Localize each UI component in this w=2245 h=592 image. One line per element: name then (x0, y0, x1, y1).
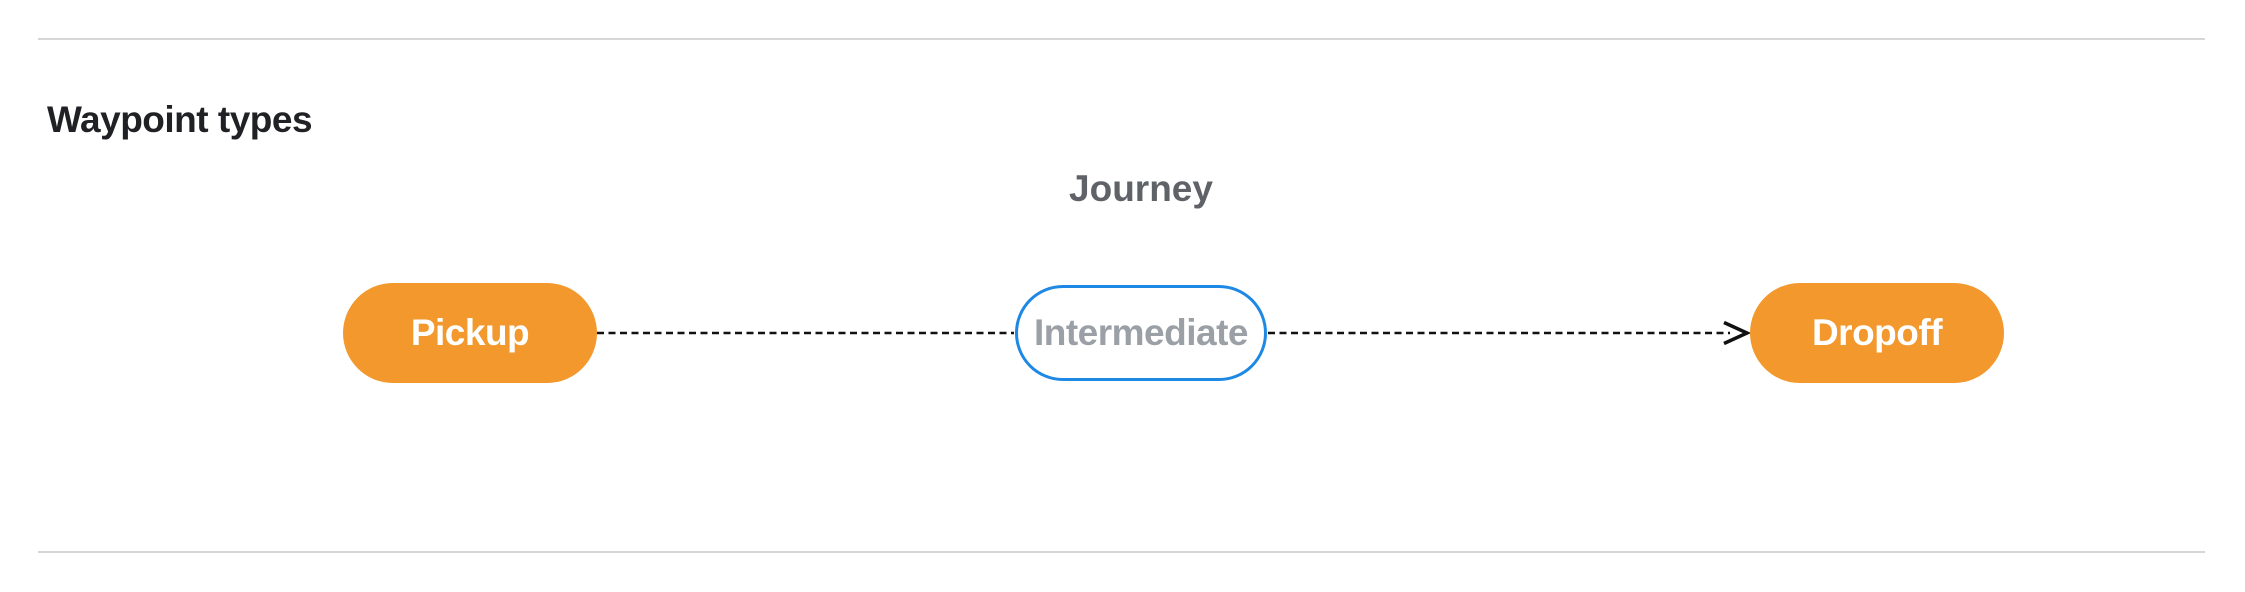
node-dropoff-label: Dropoff (1811, 312, 1943, 353)
node-dropoff: Dropoff (1750, 283, 2004, 383)
top-divider (38, 38, 2205, 40)
node-pickup-label: Pickup (410, 312, 530, 353)
node-pickup: Pickup (343, 283, 597, 383)
bottom-divider (38, 551, 2205, 553)
node-intermediate-label: Intermediate (1033, 312, 1249, 353)
arrowhead-icon (1723, 320, 1752, 346)
journey-label: Journey (1069, 168, 1213, 209)
node-intermediate: Intermediate (1015, 285, 1267, 381)
page-title: Waypoint types (47, 98, 313, 140)
